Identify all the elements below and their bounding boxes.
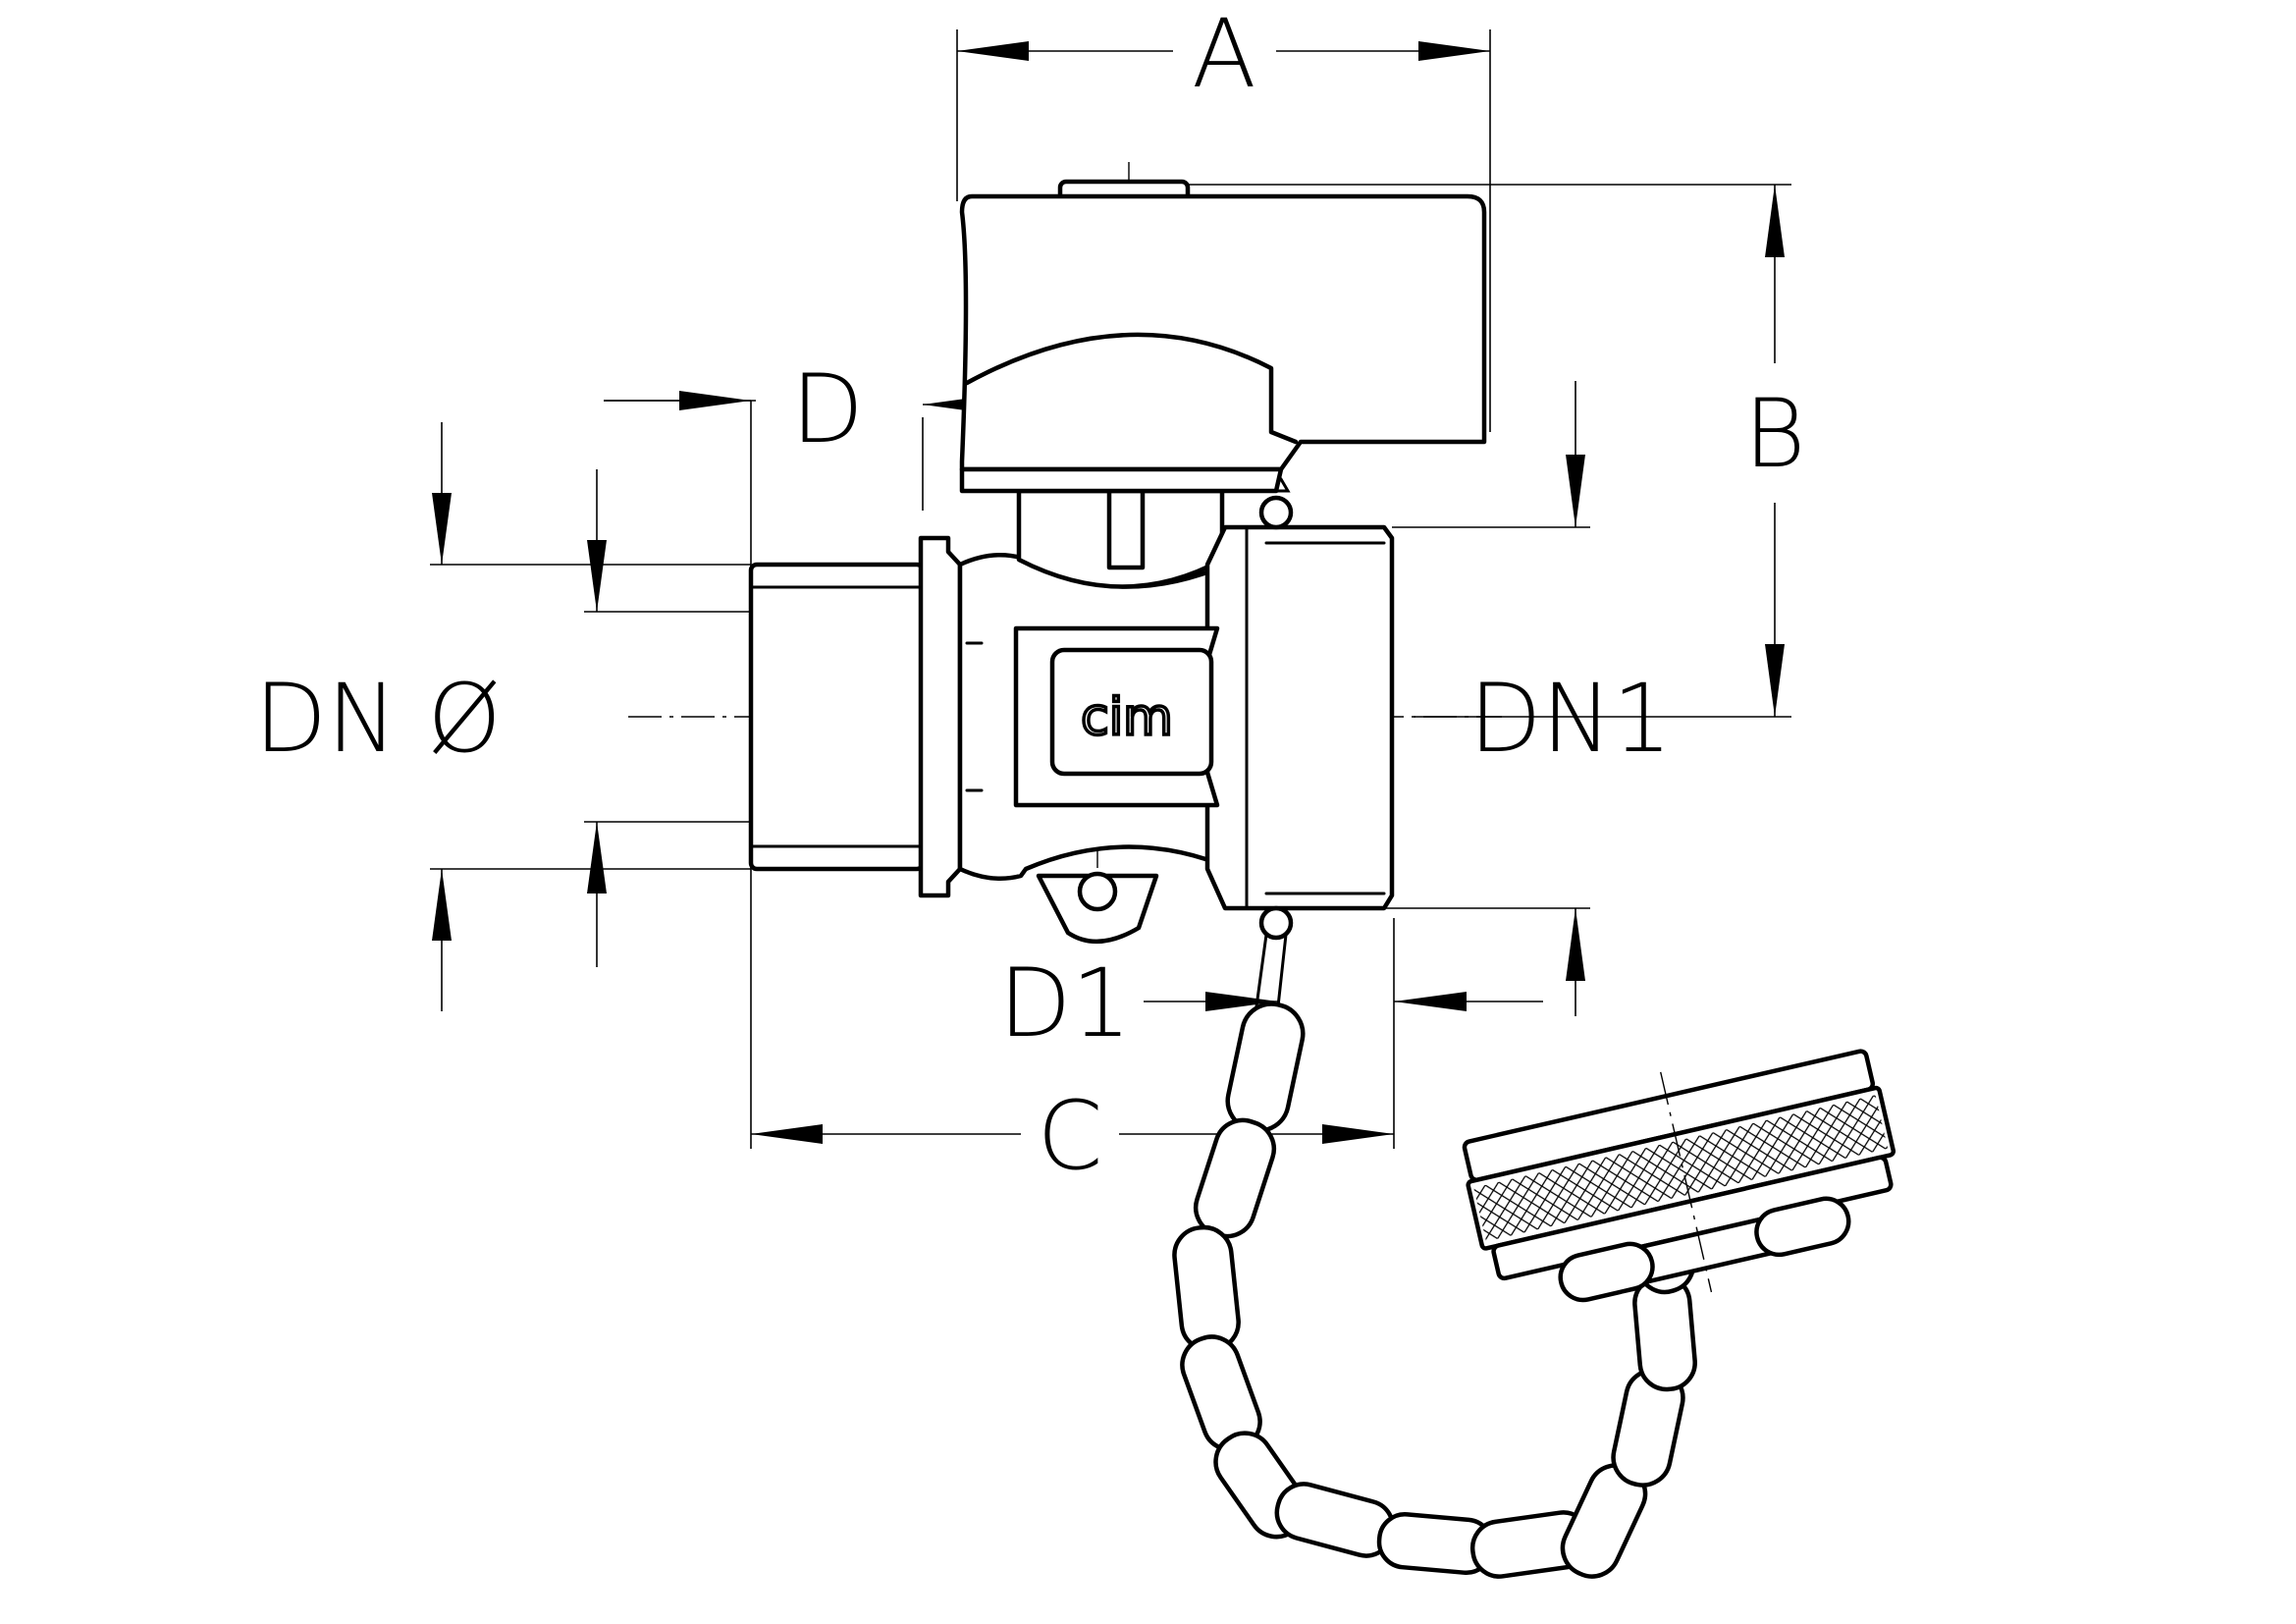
logo-frame bbox=[1049, 647, 1214, 777]
label-d1: D1 bbox=[999, 948, 1132, 1058]
dimension-lines bbox=[432, 41, 1785, 1144]
chain-link bbox=[1225, 1001, 1306, 1133]
stem bbox=[1106, 488, 1146, 570]
lug-hole bbox=[1077, 871, 1118, 912]
chain-link bbox=[1172, 1224, 1241, 1353]
chain-ring-bottom bbox=[1258, 905, 1294, 941]
chain-link bbox=[1193, 1117, 1277, 1239]
male-thread-end bbox=[748, 562, 926, 872]
flange bbox=[918, 535, 963, 898]
cap-lug-right bbox=[1754, 1196, 1851, 1258]
handle-curve bbox=[964, 332, 1299, 445]
label-b: B bbox=[1744, 379, 1806, 489]
brand-logo: cim bbox=[1081, 688, 1173, 747]
butterfly-handle bbox=[959, 179, 1487, 494]
label-dn: DN Ø bbox=[254, 664, 502, 774]
label-d: D bbox=[791, 354, 864, 464]
label-c: C bbox=[1037, 1081, 1102, 1191]
chain-ring-top bbox=[1258, 495, 1294, 530]
female-hex-end bbox=[1204, 524, 1395, 911]
label-a: A bbox=[1192, 0, 1256, 109]
dust-cap bbox=[1462, 1049, 1896, 1303]
valve-body: cim bbox=[748, 488, 1395, 945]
extension-lines bbox=[430, 29, 1791, 1149]
cap-lug-left bbox=[1558, 1241, 1655, 1303]
dimension-labels: A B C D D1 DN Ø DN1 bbox=[254, 0, 1805, 1191]
label-dn1: DN1 bbox=[1469, 664, 1673, 774]
handle-base bbox=[959, 466, 1284, 494]
